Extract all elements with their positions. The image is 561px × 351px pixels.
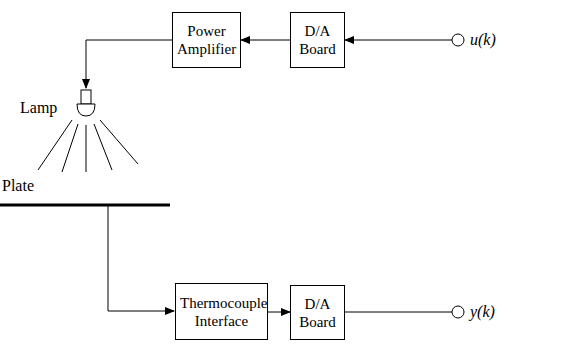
interface-box: Thermocouple Interface bbox=[175, 283, 268, 340]
output-wire bbox=[345, 312, 452, 313]
amplifier-box: Power Amplifier bbox=[172, 12, 241, 68]
light-rays bbox=[38, 120, 138, 172]
part-name: Plate bbox=[2, 176, 34, 195]
sensor-wire bbox=[108, 206, 174, 311]
terminal-circle bbox=[452, 306, 464, 318]
box-text: Thermocouple Interface bbox=[176, 292, 267, 332]
signal-name: y(k) bbox=[470, 302, 495, 321]
box-text: D/A Board bbox=[291, 20, 344, 60]
plate-line bbox=[0, 204, 170, 207]
terminal-circle bbox=[452, 34, 464, 46]
box-text: D/A Board bbox=[291, 293, 344, 333]
signal-arrow bbox=[241, 40, 290, 41]
converter-box: D/A Board bbox=[290, 12, 345, 68]
signal-name: u(k) bbox=[470, 30, 496, 49]
lamp-wire bbox=[86, 40, 172, 88]
signal-arrow bbox=[268, 312, 290, 313]
lamp-bulb bbox=[77, 104, 95, 116]
box-text: Power Amplifier bbox=[173, 20, 240, 60]
part-name: Lamp bbox=[20, 98, 57, 117]
lamp-socket bbox=[81, 90, 91, 104]
input-wire bbox=[345, 40, 452, 41]
converter-box: D/A Board bbox=[290, 285, 345, 340]
